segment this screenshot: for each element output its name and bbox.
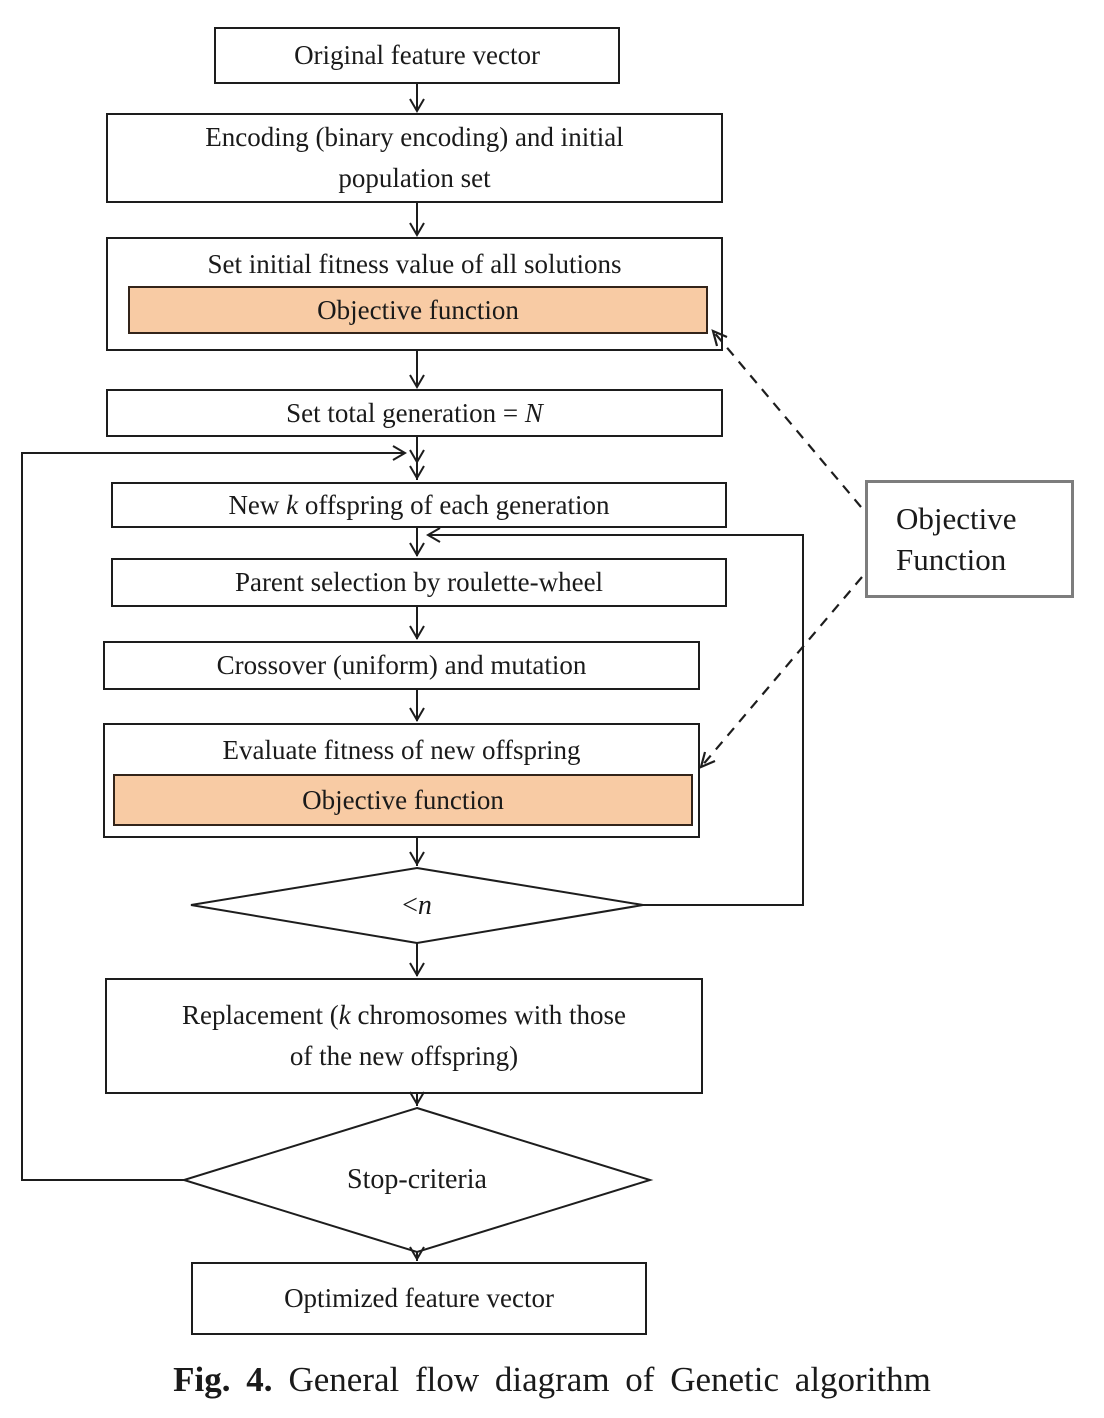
node-new-k-offspring-label: New k offspring of each generation bbox=[228, 489, 609, 521]
node-evaluate-fitness-text: Evaluate fitness of new offspring bbox=[222, 734, 581, 765]
node-replacement-line1-variable: k bbox=[338, 1000, 351, 1030]
node-replacement-line1: Replacement (k chromosomes with those bbox=[182, 995, 626, 1036]
arrow-crossover-to-evaluate bbox=[409, 690, 425, 722]
node-encoding-line1: Encoding (binary encoding) and initial bbox=[205, 122, 624, 152]
node-original-feature-vector: Original feature vector bbox=[214, 27, 620, 84]
node-evaluate-fitness-label: Evaluate fitness of new offspring bbox=[105, 725, 698, 775]
node-objective-function-inner-2: Objective function bbox=[113, 774, 693, 826]
decision-offspring-count-text: <n bbox=[402, 890, 432, 922]
node-replacement-line2: of the new offspring) bbox=[289, 1041, 519, 1071]
decision-stop-criteria-label: Stop-criteria bbox=[297, 1160, 537, 1200]
decision-offspring-count-prefix: < bbox=[402, 890, 418, 921]
node-evaluate-fitness: Evaluate fitness of new offspring Object… bbox=[103, 723, 700, 838]
node-objective-function-side-line2: Function bbox=[896, 542, 1007, 577]
node-replacement-line1-post: chromosomes with those bbox=[350, 1000, 626, 1030]
figure-caption-number: Fig. 4. bbox=[173, 1360, 273, 1399]
node-new-k-offspring: New k offspring of each generation bbox=[111, 482, 727, 528]
node-new-k-offspring-variable: k bbox=[286, 489, 299, 520]
arrow-decision-n-to-replacement bbox=[409, 943, 425, 977]
node-set-initial-fitness-text: Set initial fitness value of all solutio… bbox=[207, 248, 622, 279]
node-objective-function-inner-2-label: Objective function bbox=[302, 784, 504, 815]
node-new-k-offspring-pre: New bbox=[228, 489, 287, 520]
node-crossover-mutation-label: Crossover (uniform) and mutation bbox=[216, 650, 587, 681]
node-encoding-line2: population set bbox=[338, 163, 491, 193]
arrow-original-to-encoding bbox=[409, 84, 425, 113]
figure-caption-text: General flow diagram of Genetic algorith… bbox=[288, 1360, 931, 1399]
arrow-encoding-to-set-initial bbox=[409, 203, 425, 237]
node-set-total-generation-prefix: Set total generation = bbox=[286, 397, 525, 428]
node-original-feature-vector-label: Original feature vector bbox=[294, 40, 540, 71]
arrow-parent-to-crossover bbox=[409, 607, 425, 640]
arrow-replacement-to-stop bbox=[409, 1091, 425, 1106]
node-parent-selection-label: Parent selection by roulette-wheel bbox=[234, 567, 604, 598]
dashed-arrowhead-objective-2 bbox=[699, 751, 716, 769]
arrow-evaluate-to-decision-n bbox=[409, 838, 425, 866]
node-optimized-feature-vector: Optimized feature vector bbox=[191, 1262, 647, 1335]
decision-offspring-count-variable: n bbox=[417, 890, 432, 921]
node-set-total-generation-label: Set total generation = N bbox=[286, 397, 543, 429]
dashed-side-to-objective-1 bbox=[712, 330, 862, 508]
node-replacement: Replacement (k chromosomes with those of… bbox=[105, 978, 703, 1094]
decision-offspring-count-label: <n bbox=[357, 886, 477, 926]
node-set-total-generation-variable: N bbox=[524, 397, 543, 428]
node-objective-function-side-line1: Objective bbox=[896, 501, 1017, 536]
node-objective-function-inner-1: Objective function bbox=[128, 286, 708, 334]
node-set-initial-fitness: Set initial fitness value of all solutio… bbox=[106, 237, 723, 351]
node-objective-function-inner-1-label: Objective function bbox=[317, 294, 519, 325]
node-new-k-offspring-post: offspring of each generation bbox=[298, 489, 610, 520]
node-crossover-mutation: Crossover (uniform) and mutation bbox=[103, 641, 700, 690]
node-optimized-feature-vector-label: Optimized feature vector bbox=[284, 1283, 554, 1314]
arrow-stop-to-optimized bbox=[409, 1246, 425, 1261]
arrow-set-initial-to-set-total bbox=[409, 351, 425, 389]
node-set-total-generation: Set total generation = N bbox=[106, 389, 723, 437]
figure-caption: Fig. 4. General flow diagram of Genetic a… bbox=[0, 1360, 1104, 1400]
node-replacement-line1-pre: Replacement ( bbox=[182, 1000, 339, 1030]
node-parent-selection: Parent selection by roulette-wheel bbox=[111, 558, 727, 607]
arrow-set-total-to-new-k bbox=[409, 437, 425, 480]
decision-stop-criteria-text: Stop-criteria bbox=[347, 1164, 487, 1195]
arrow-new-k-to-parent bbox=[409, 528, 425, 557]
node-set-initial-fitness-label: Set initial fitness value of all solutio… bbox=[108, 239, 721, 289]
node-encoding: Encoding (binary encoding) and initial p… bbox=[106, 113, 723, 203]
node-objective-function-side: Objective Function bbox=[865, 480, 1074, 598]
dashed-annotation-connectors bbox=[700, 330, 863, 768]
